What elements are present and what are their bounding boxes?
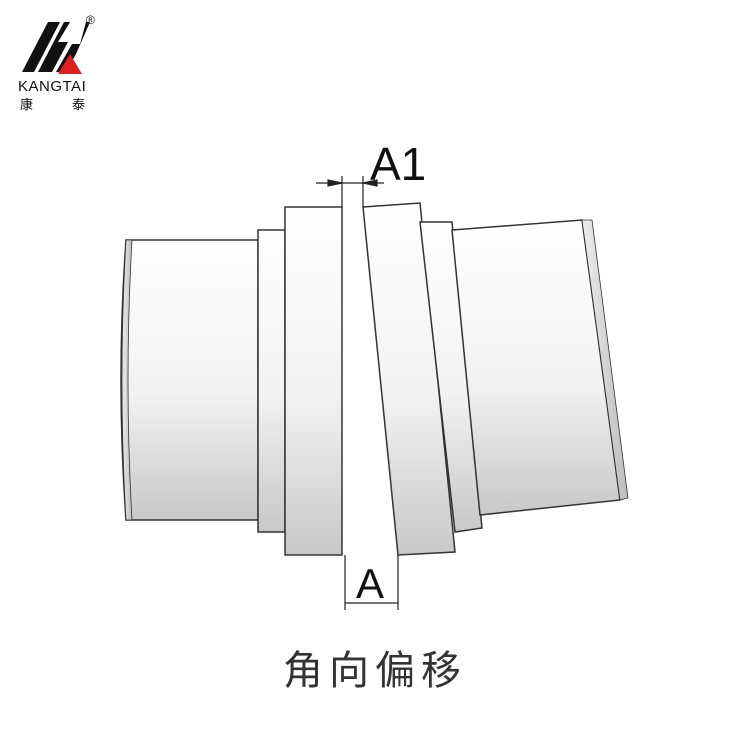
registered-mark: ® <box>86 13 95 27</box>
logo-stripe-2 <box>38 22 70 72</box>
right-thin-flange <box>419 221 483 533</box>
right-hub-edge <box>581 219 629 501</box>
caption: 角向偏移 <box>283 648 467 694</box>
left-hub-edge <box>121 239 133 521</box>
a1-arrow-right <box>362 179 378 187</box>
left-hub <box>120 239 259 521</box>
logo-brand-text: KANGTAI <box>18 78 87 95</box>
logo-cn-right: 泰 <box>72 97 86 112</box>
a1-arrow-left <box>327 179 343 187</box>
left-thin-flange <box>257 229 286 533</box>
left-main-flange <box>284 206 343 556</box>
label-a1: A1 <box>370 138 426 190</box>
logo-cn-left: 康 <box>20 97 34 112</box>
logo-stripe-1 <box>22 22 60 72</box>
logo-stripe-3 <box>56 22 90 72</box>
kangtai-logo: ® <box>22 13 95 74</box>
label-a: A <box>356 560 384 607</box>
logo-triangle <box>58 54 82 74</box>
right-main-flange <box>362 202 456 556</box>
